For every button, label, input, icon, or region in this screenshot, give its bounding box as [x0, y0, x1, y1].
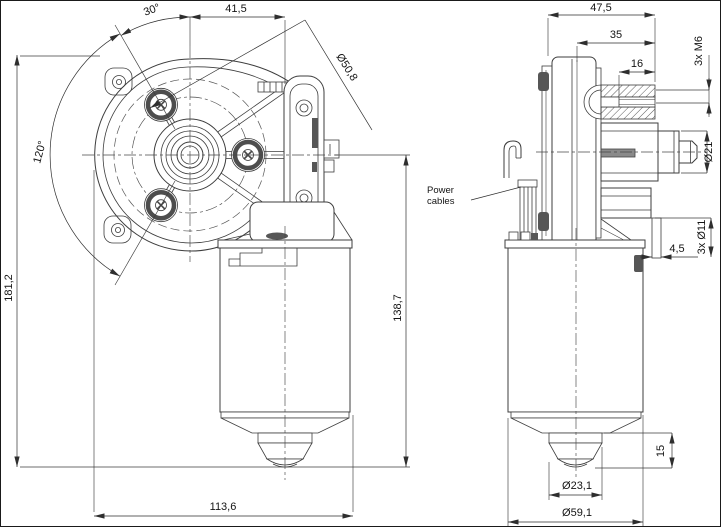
front-view	[82, 46, 353, 480]
dim-length-113-6: 113,6	[210, 501, 237, 513]
dim-arc-30	[120, 14, 191, 36]
dimensions-side: 47,5 35 16 3x M6 Ø21 3x Ø11 4,5 15 Ø23,1…	[427, 2, 715, 526]
dim-body-dia-59-1: Ø59,1	[562, 507, 592, 519]
dim-depth-47-5: 47,5	[590, 2, 611, 14]
dim-leader-50-8	[149, 19, 306, 109]
dim-flange-4-5: 4,5	[669, 243, 684, 255]
dim-angle-30: 30°	[142, 2, 162, 19]
flange-plate	[283, 75, 340, 241]
dim-boss-35: 35	[610, 29, 622, 41]
can-top-notch	[228, 248, 298, 267]
gear-cover-plate-side	[551, 56, 602, 249]
shaft-key-slot	[600, 148, 636, 158]
dim-tip-15: 15	[655, 445, 667, 457]
retainer-clip	[538, 212, 549, 231]
dimensions-front: 30° 41,5 Ø50,8 120° 181,2 113,6 138,7	[3, 2, 410, 519]
power-cables	[517, 179, 538, 240]
dim-angle-120: 120°	[31, 140, 48, 165]
power-cables-label-line2: cables	[427, 196, 455, 207]
plate-slot	[312, 118, 318, 148]
power-cables-leader	[470, 186, 522, 201]
connector-tab	[323, 139, 340, 159]
dim-width-41-5: 41,5	[225, 3, 246, 15]
power-cables-label-line1: Power	[427, 185, 454, 196]
dim-cap-dia-23-1: Ø23,1	[562, 480, 592, 492]
retainer-clip	[538, 72, 549, 91]
dim-hole-spec-11: 3x Ø11	[696, 220, 708, 255]
dim-thread-spec-m6: 3x M6	[693, 36, 705, 66]
dim-arc-120	[49, 33, 121, 277]
dim-thread-16: 16	[631, 58, 643, 70]
motor-body-side	[504, 231, 646, 413]
side-view	[503, 56, 706, 480]
flange-clip	[634, 255, 643, 272]
m6-boss	[583, 84, 656, 120]
dim-height-181-2: 181,2	[3, 274, 15, 302]
dim-shaft-dia-21: Ø21	[703, 142, 715, 163]
adapter-vent	[266, 232, 288, 240]
dim-motor-length-138-7: 138,7	[392, 294, 404, 322]
hook-bracket	[503, 140, 522, 178]
